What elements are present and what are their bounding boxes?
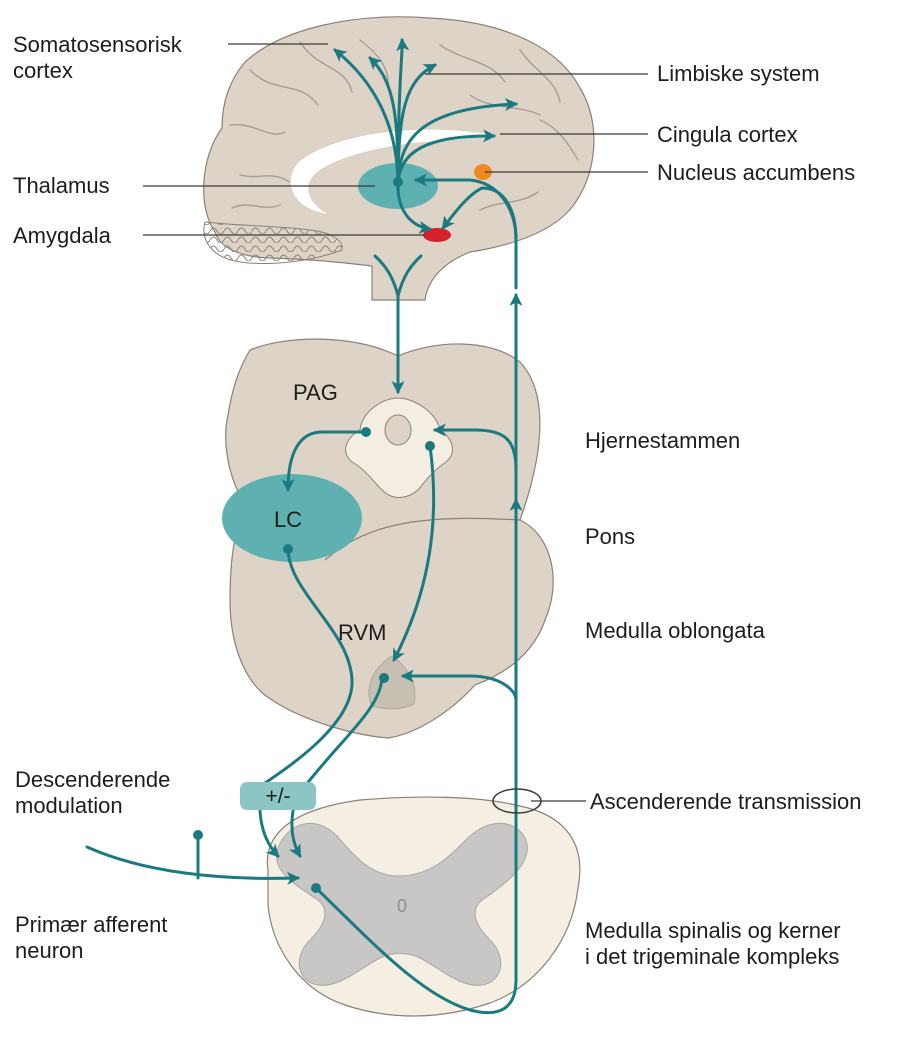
- synapse-dot-icon: [379, 673, 389, 683]
- label-limbiske-system: Limbiske system: [657, 61, 820, 87]
- amygdala-shape: [423, 228, 451, 242]
- label-amygdala: Amygdala: [13, 223, 111, 249]
- synapse-dot-icon: [283, 544, 293, 554]
- synapse-dot-icon: [425, 441, 435, 451]
- synapse-dot-icon: [393, 177, 403, 187]
- synapse-dot-icon: [361, 427, 371, 437]
- spinal-zero-label: 0: [397, 896, 407, 916]
- label-primaer-afferent-neuron: Primær afferent neuron: [15, 912, 167, 964]
- label-medulla-oblongata: Medulla oblongata: [585, 618, 765, 644]
- label-hjernestammen: Hjernestammen: [585, 428, 740, 454]
- label-pons: Pons: [585, 524, 635, 550]
- label-medulla-spinalis: Medulla spinalis og kerner i det trigemi…: [585, 918, 841, 970]
- pathway-primary-afferent: [87, 847, 298, 878]
- label-somatosensorisk-cortex: Somatosensorisk cortex: [13, 32, 182, 84]
- pag-aqueduct: [385, 415, 411, 445]
- label-cingula-cortex: Cingula cortex: [657, 122, 798, 148]
- label-nucleus-accumbens: Nucleus accumbens: [657, 160, 855, 186]
- rvm-label: RVM: [338, 620, 387, 645]
- modulation-box: +/-: [240, 782, 316, 810]
- synapse-dot-icon: [311, 883, 321, 893]
- lc-label: LC: [274, 507, 302, 532]
- label-descenderende-modulation: Descenderende modulation: [15, 767, 170, 819]
- label-thalamus: Thalamus: [13, 173, 110, 199]
- modulation-box-label: +/-: [265, 785, 290, 808]
- spinal-cord: [267, 797, 579, 1016]
- label-ascenderende-transmission: Ascenderende transmission: [590, 789, 861, 815]
- pag-label: PAG: [293, 380, 338, 405]
- synapse-dot-icon: [193, 830, 203, 840]
